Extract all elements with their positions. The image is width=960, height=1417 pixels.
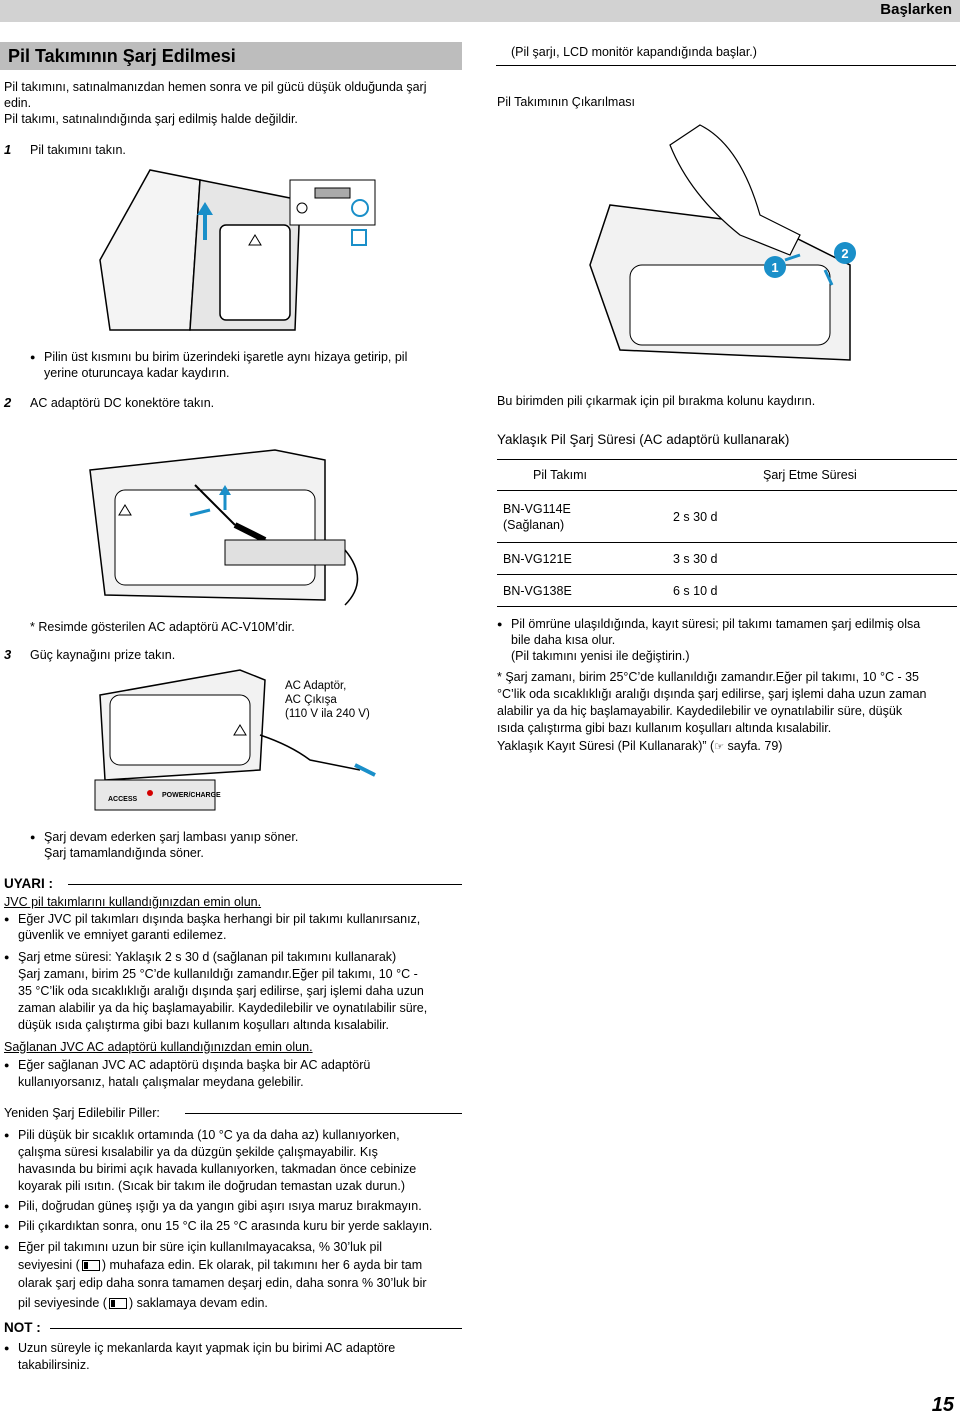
warning-bullet-3b: kullanıyorsanız, hatalı çalışmalar meyda…	[18, 1075, 304, 1089]
step-2-note: * Resimde gösterilen AC adaptörü AC-V10M…	[30, 620, 295, 634]
table-header-row: Pil Takımı Şarj Etme Süresi	[497, 459, 957, 491]
warning-bullet-2e: düşük ısıda çalıştırma gibi bazı kullanı…	[18, 1018, 390, 1032]
recording-time-link[interactable]: Yaklaşık Kayıt Süresi (Pil Kullanarak)” …	[497, 738, 782, 755]
note-title: NOT :	[4, 1320, 41, 1335]
charge-time-table: Pil Takımı Şarj Etme Süresi BN-VG114E(Sa…	[497, 459, 957, 607]
battery-removal-illustration: 1 2	[570, 115, 870, 375]
warning-bullet-1b: güvenlik ve emniyet garanti edilemez.	[18, 928, 227, 942]
removal-text: Bu birimden pili çıkarmak için pil bırak…	[497, 394, 816, 408]
step-3-text: Güç kaynağını prize takın.	[30, 648, 176, 662]
charge-time-note-2: °C’lik oda sıcaklıklığı aralığı dışında …	[497, 687, 927, 701]
rechargeable-title: Yeniden Şarj Edilebilir Piller:	[4, 1106, 160, 1120]
top-bar	[0, 0, 960, 22]
warning-bullet-2c: 35 °C’lik oda sıcaklıklığı aralığı dışın…	[18, 984, 424, 998]
callout-1: 1	[771, 260, 778, 275]
recharge-bullet-3: Pili çıkardıktan sonra, onu 15 °C ila 25…	[4, 1218, 432, 1234]
recharge-bullet-4b-start: seviyesini (	[18, 1258, 80, 1272]
top-right-rule	[496, 65, 956, 66]
table-cell-model: BN-VG114E(Sağlanan)	[497, 490, 667, 543]
recharge-bullet-2: Pili, doğrudan güneş ışığı ya da yangın …	[4, 1198, 422, 1214]
recording-time-link-page: sayfa. 79)	[724, 739, 783, 753]
access-lamp-label: ACCESS	[108, 796, 138, 803]
charge-table-title: Yaklaşık Pil Şarj Süresi (AC adaptörü ku…	[497, 432, 790, 447]
battery-30-icon	[81, 1260, 100, 1272]
table-cell-model: BN-VG121E	[497, 542, 667, 575]
warning-bullet-2b: Şarj zamanı, birim 25 °C’de kullanıldığı…	[18, 967, 418, 981]
step-2-text: AC adaptörü DC konektöre takın.	[30, 396, 215, 410]
page-reference-icon: ☞	[714, 741, 725, 753]
table-row: BN-VG114E(Sağlanan) 2 s 30 d	[497, 490, 957, 543]
step-1-note-line-2: yerine oturuncaya kadar kaydırın.	[44, 366, 230, 380]
battery-30-icon	[108, 1298, 127, 1310]
intro-line-1: Pil takımını, satınalmanızdan hemen sonr…	[4, 80, 427, 94]
table-cell-time: 3 s 30 d	[667, 542, 957, 575]
charge-start-note: (Pil şarjı, LCD monitör kapandığında baş…	[511, 45, 757, 59]
recharge-bullet-4d: pil seviyesinde ( ) saklamaya devam edin.	[18, 1295, 268, 1311]
recharge-bullet-1c: havasında bu birimi açık havada kullanıy…	[18, 1162, 417, 1176]
section-title: Başlarken	[880, 1, 952, 18]
intro-line-2: edin.	[4, 96, 32, 110]
table-row: BN-VG121E 3 s 30 d	[497, 542, 957, 575]
step-3-note-line-2: Şarj tamamlandığında söner.	[44, 846, 204, 860]
recharge-bullet-4b-end: ) muhafaza edin. Ek olarak, pil takımını…	[101, 1258, 423, 1272]
warning-bullet-2a: Şarj etme süresi: Yaklaşık 2 s 30 d (sağ…	[4, 949, 396, 965]
recharge-bullet-1a: Pili düşük bir sıcaklık ortamında (10 °C…	[4, 1127, 400, 1143]
callout-2: 2	[841, 246, 848, 261]
warning-line-2: Sağlanan JVC AC adaptörü kullandığınızda…	[4, 1040, 313, 1054]
warning-bullet-1a: Eğer JVC pil takımları dışında başka her…	[4, 911, 420, 927]
battery-life-note-3: (Pil takımını yenisi ile değiştirin.)	[511, 649, 690, 663]
note-rule	[50, 1328, 462, 1329]
recording-time-link-text: Yaklaşık Kayıt Süresi (Pil Kullanarak)” …	[497, 739, 715, 753]
page-number: 15	[931, 1394, 954, 1416]
recharge-bullet-4b: seviyesini ( ) muhafaza edin. Ek olarak, …	[18, 1257, 422, 1273]
warning-rule	[68, 884, 462, 885]
table-row: BN-VG138E 6 s 10 d	[497, 574, 957, 607]
power-outlet-illustration	[90, 665, 390, 830]
note-bullet-a: Uzun süreyle iç mekanlarda kayıt yapmak …	[4, 1340, 395, 1356]
dc-connector-illustration	[85, 430, 385, 615]
step-1-text: Pil takımını takın.	[30, 143, 126, 157]
recharge-bullet-1b: çalışma süresi kısalabilir ya da düzgün …	[18, 1145, 378, 1159]
table-header-time: Şarj Etme Süresi	[667, 459, 957, 491]
warning-title: UYARI :	[4, 876, 54, 891]
adaptor-label-line-2: AC Çıkışa	[285, 694, 337, 706]
step-1-number: 1	[4, 142, 12, 157]
charge-time-note-1: * Şarj zamanı, birim 25°C’de kullanıldığ…	[497, 670, 919, 684]
recharge-bullet-1d: koyarak pili ısıtın. (Sıcak bir takım il…	[18, 1179, 405, 1193]
warning-bullet-3a: Eğer sağlanan JVC AC adaptörü dışında ba…	[4, 1057, 370, 1073]
battery-life-note-1: Pil ömrüne ulaşıldığında, kayıt süresi; …	[497, 616, 920, 632]
adaptor-label: AC Adaptör, AC Çıkışa (110 V ila 240 V)	[285, 679, 370, 721]
table-header-battery: Pil Takımı	[497, 459, 667, 491]
table-cell-time: 2 s 30 d	[667, 490, 957, 543]
battery-life-note-2: bile daha kısa olur.	[511, 633, 616, 647]
adaptor-label-line-3: (110 V ila 240 V)	[285, 708, 370, 720]
page-title: Pil Takımının Şarj Edilmesi	[8, 46, 236, 66]
note-bullet-b: takabilirsiniz.	[18, 1358, 90, 1372]
step-3-number: 3	[4, 647, 12, 662]
step-1-note-line-1: Pilin üst kısmını bu birim üzerindeki iş…	[30, 349, 407, 365]
recharge-bullet-4a: Eğer pil takımını uzun bir süre için kul…	[4, 1239, 382, 1255]
warning-line-1: JVC pil takımlarını kullandığınızdan emi…	[4, 895, 262, 909]
step-3-note-line-1: Şarj devam ederken şarj lambası yanıp sö…	[30, 829, 298, 845]
rechargeable-rule	[185, 1113, 462, 1114]
charge-time-note-4: ısıda çalıştırma gibi bazı kullanım koşu…	[497, 721, 832, 735]
warning-bullet-2d: zaman alabilir ya da hiç başlamayabilir.…	[18, 1001, 428, 1015]
removal-title: Pil Takımının Çıkarılması	[497, 95, 636, 109]
table-cell-model: BN-VG138E	[497, 574, 667, 607]
step-2-number: 2	[4, 395, 12, 410]
battery-insert-illustration	[90, 160, 390, 340]
recharge-bullet-4d-end: ) saklamaya devam edin.	[128, 1296, 268, 1310]
charge-time-note-3: alabilir ya da hiç başlamayabilir. Kayde…	[497, 704, 903, 718]
intro-line-3: Pil takımı, satınalındığında şarj edilmi…	[4, 112, 298, 126]
adaptor-label-line-1: AC Adaptör,	[285, 680, 347, 692]
recharge-bullet-4c: olarak şarj edip daha sonra tamamen deşa…	[18, 1276, 427, 1290]
power-charge-lamp-label: POWER/CHARGE	[162, 792, 221, 800]
page-title-box: Pil Takımının Şarj Edilmesi	[0, 42, 462, 70]
recharge-bullet-4d-start: pil seviyesinde (	[18, 1296, 107, 1310]
table-cell-time: 6 s 10 d	[667, 574, 957, 607]
